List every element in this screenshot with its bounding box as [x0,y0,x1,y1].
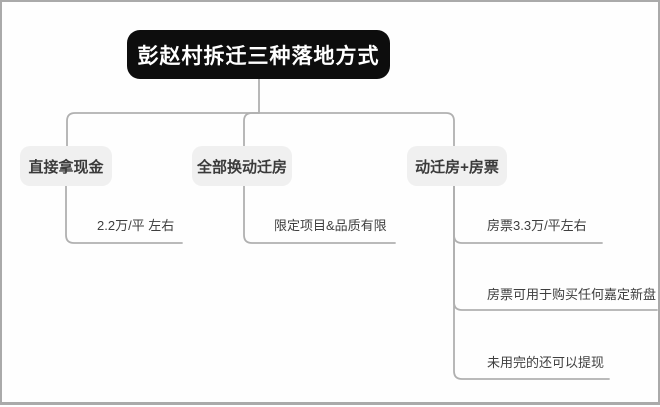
subtopic-ticket-cashout: 未用完的还可以提现 [487,355,605,370]
subtopic-ticket-price: 房票3.3万/平左右 [487,218,587,233]
subtopic-limited-projects: 限定项目&品质有限 [274,218,387,233]
edge-branch3-child3 [453,185,610,380]
branch-topic-cash-label: 直接拿现金 [28,158,104,176]
root-topic-label: 彭赵村拆迁三种落地方式 [137,44,380,68]
edge-branch1-child [65,185,183,244]
branch-topic-cash: 直接拿现金 [20,146,112,186]
branch-topic-housing-plus-ticket-label: 动迁房+房票 [415,158,499,176]
branch-topic-relocation-housing-label: 全部换动迁房 [196,158,287,176]
subtopic-cash-price: 2.2万/平 左右 [97,218,175,233]
edge-mid-drop [243,112,260,148]
subtopic-ticket-usage: 房票可用于购买任何嘉定新盘 [487,287,657,302]
edge-branch2-child [243,185,396,244]
branch-topic-relocation-housing: 全部换动迁房 [192,146,292,186]
root-topic: 彭赵村拆迁三种落地方式 [127,30,390,79]
branch-topic-housing-plus-ticket: 动迁房+房票 [407,146,507,186]
edge-rail-left [66,112,260,148]
edge-rail-right [258,112,455,148]
